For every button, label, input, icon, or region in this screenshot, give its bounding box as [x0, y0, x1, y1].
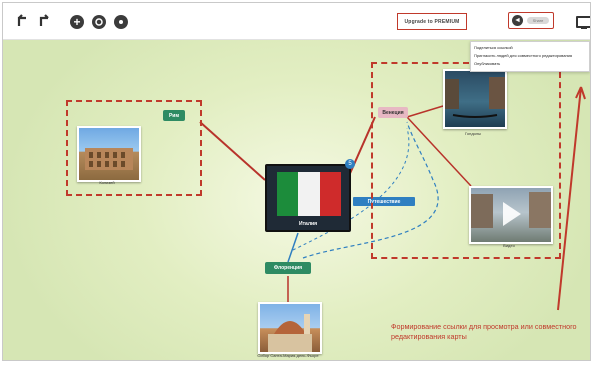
- style-icon[interactable]: [114, 15, 128, 29]
- node-venice[interactable]: Венеция: [378, 107, 408, 118]
- add-topic-icon[interactable]: +: [70, 15, 84, 29]
- florence-cathedral-image[interactable]: [258, 302, 322, 354]
- rome-caption: Колизей: [99, 180, 115, 185]
- share-dropdown: Поделиться ссылкой Пригласить людей для …: [470, 41, 590, 72]
- relation-label[interactable]: Путешествие: [353, 197, 415, 206]
- share-menu-item-publish[interactable]: Опубликовать: [474, 61, 501, 66]
- venice-group: [371, 62, 561, 259]
- florence-caption: Собор Санта-Мария-дель-Фьоре: [257, 353, 319, 358]
- central-badge: 5: [345, 159, 355, 169]
- central-node[interactable]: Италия: [265, 164, 351, 232]
- rome-group: [66, 100, 202, 196]
- gondola-caption: Гондолы: [464, 131, 481, 136]
- central-label: Италия: [299, 221, 317, 227]
- node-florence[interactable]: Флоренция: [265, 262, 311, 274]
- play-icon: [503, 202, 521, 226]
- share-button[interactable]: ◄ Share: [508, 12, 554, 29]
- venice-video-thumbnail[interactable]: [469, 186, 553, 244]
- app-frame: + Upgrade to PREMIUM ◄ Share: [2, 2, 591, 361]
- share-icon: ◄: [512, 15, 523, 26]
- presentation-icon[interactable]: [576, 16, 590, 29]
- annotation-text: Формирование ссылки для просмотра или со…: [391, 322, 577, 341]
- upgrade-premium-button[interactable]: Upgrade to PREMIUM: [397, 13, 467, 30]
- attachment-icon[interactable]: [92, 15, 106, 29]
- toolbar: + Upgrade to PREMIUM ◄ Share: [3, 3, 590, 40]
- video-caption: Видео: [503, 243, 515, 248]
- undo-icon[interactable]: [11, 9, 33, 31]
- italy-flag-icon: [277, 172, 341, 216]
- mind-map-canvas[interactable]: Рим Колизей Италия 5 Путешествие Венеция…: [3, 40, 590, 360]
- gondola-image[interactable]: [443, 69, 507, 129]
- share-label: Share: [527, 17, 549, 24]
- node-rome[interactable]: Рим: [163, 110, 185, 121]
- share-menu-item-invite[interactable]: Пригласить людей для совместного редакти…: [474, 53, 573, 58]
- redo-icon[interactable]: [33, 9, 55, 31]
- colosseum-image[interactable]: [77, 126, 141, 182]
- share-menu-item-link[interactable]: Поделиться ссылкой: [474, 45, 513, 50]
